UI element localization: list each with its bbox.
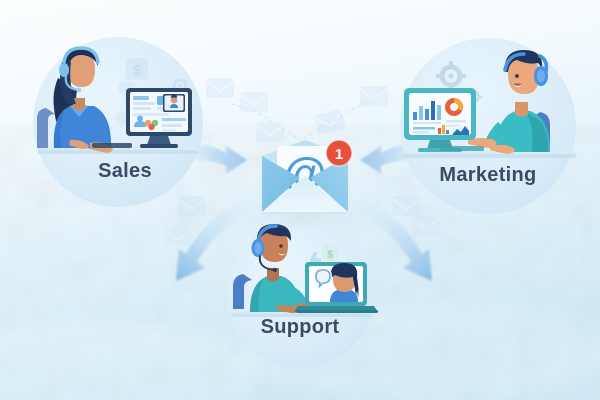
notification-badge-count: 1 xyxy=(335,146,343,163)
donut-chart-widget xyxy=(445,98,463,116)
video-call-participant xyxy=(330,263,359,302)
mini-bars-widget xyxy=(438,125,449,134)
arrow-inbox-to-lower-right xyxy=(352,196,432,281)
svg-text:$: $ xyxy=(327,249,333,261)
sales-agent xyxy=(53,46,113,153)
support-chair xyxy=(233,274,252,309)
sales-monitor xyxy=(126,88,192,148)
label-marketing: Marketing xyxy=(439,164,537,186)
dollar-badge-icon: $ xyxy=(126,58,148,80)
arrow-inbox-to-lower-left xyxy=(176,196,256,281)
sales-chair xyxy=(37,108,55,148)
marketing-keyboard xyxy=(440,146,484,151)
svg-text:$: $ xyxy=(133,62,142,79)
dashed-curve-left xyxy=(231,103,297,139)
contact-group-icon xyxy=(134,115,159,131)
chat-bubble-icon xyxy=(314,268,332,289)
dollar-bubble-icon: $ xyxy=(321,244,339,262)
envelope-flaps xyxy=(262,156,348,214)
sales-keyboard xyxy=(92,143,132,148)
marketing-agent xyxy=(468,50,550,154)
sales-desk xyxy=(38,147,198,154)
bar-chart-widget xyxy=(413,101,441,124)
gear-icon-large xyxy=(436,61,466,91)
support-laptop xyxy=(294,262,378,313)
marketing-desk xyxy=(402,151,576,158)
label-sales: Sales xyxy=(98,160,152,182)
label-support: Support xyxy=(260,316,340,338)
notification-badge[interactable]: 1 xyxy=(325,139,353,167)
envelope-letter-card xyxy=(277,146,333,200)
area-chart-widget xyxy=(452,126,469,135)
